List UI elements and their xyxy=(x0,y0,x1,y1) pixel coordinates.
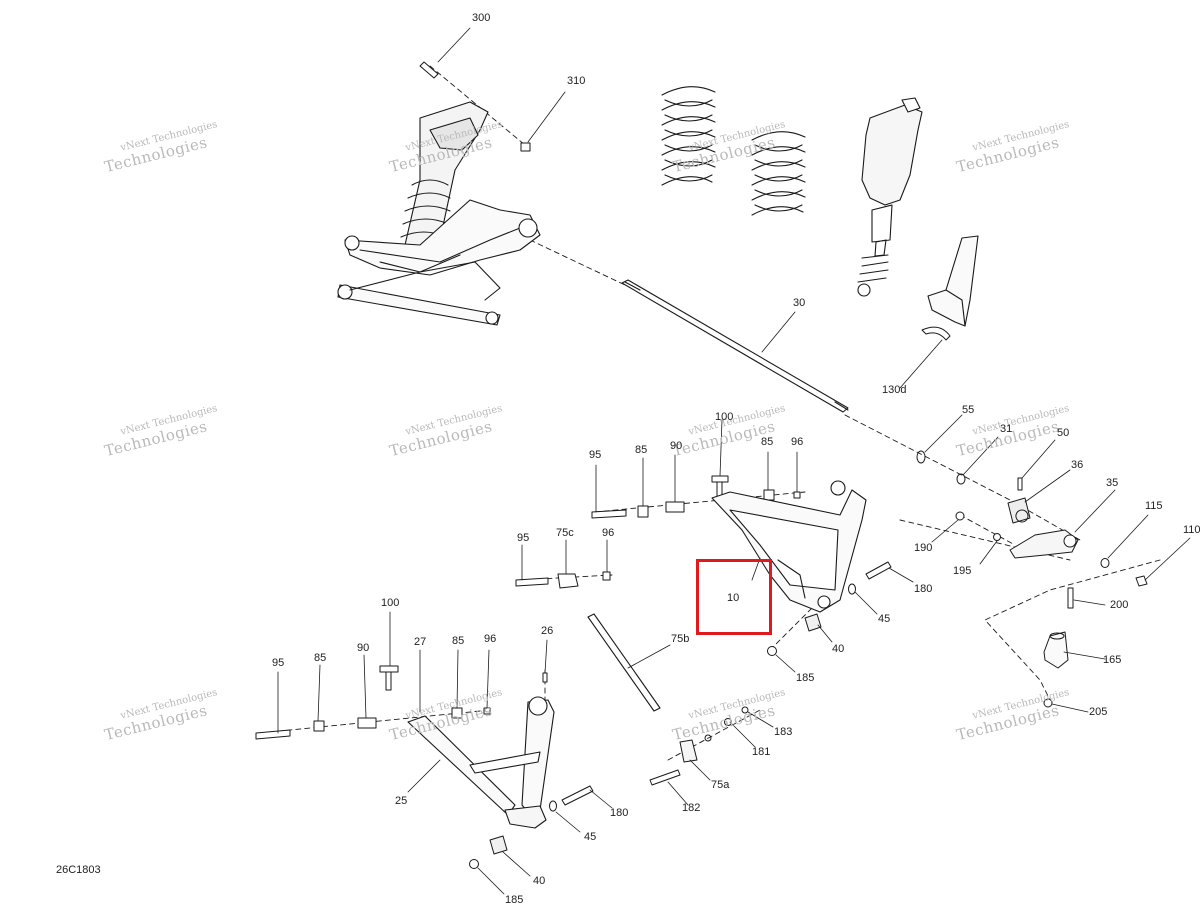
callout-26[interactable]: 26 xyxy=(541,625,554,637)
callout-45[interactable]: 45 xyxy=(584,831,597,843)
callout-31[interactable]: 31 xyxy=(1000,423,1013,435)
bushing-40-upper xyxy=(804,613,822,632)
callout-190[interactable]: 190 xyxy=(914,542,933,554)
callout-85[interactable]: 85 xyxy=(761,436,774,448)
callout-182[interactable]: 182 xyxy=(682,802,701,814)
callout-205[interactable]: 205 xyxy=(1089,706,1108,718)
callout-75a[interactable]: 75a xyxy=(711,779,730,791)
nut-190 xyxy=(955,511,965,521)
callout-90[interactable]: 90 xyxy=(670,440,683,452)
bearing-block-36 xyxy=(1007,497,1031,524)
hub-35 xyxy=(1009,529,1079,559)
callout-25[interactable]: 25 xyxy=(395,795,408,807)
ring-45-upper xyxy=(848,583,856,595)
callout-27[interactable]: 27 xyxy=(414,636,427,648)
nut-205 xyxy=(1043,698,1053,708)
callout-75b[interactable]: 75b xyxy=(671,633,690,645)
seal-31 xyxy=(956,473,966,485)
callout-95[interactable]: 95 xyxy=(589,449,602,461)
callout-95[interactable]: 95 xyxy=(272,657,285,669)
bushing-40-lower xyxy=(489,835,508,855)
ball-joint-165 xyxy=(1043,631,1069,669)
bolt-300 xyxy=(419,61,439,79)
trailing-arm-10 xyxy=(711,480,867,613)
callout-35[interactable]: 35 xyxy=(1106,477,1119,489)
callout-96[interactable]: 96 xyxy=(602,527,615,539)
pivot-hardware-lower xyxy=(255,665,548,740)
nut-110 xyxy=(1135,575,1148,587)
callout-95[interactable]: 95 xyxy=(517,532,530,544)
bolt-200 xyxy=(1067,587,1074,609)
callout-96[interactable]: 96 xyxy=(791,436,804,448)
callout-180[interactable]: 180 xyxy=(610,807,629,819)
callout-110[interactable]: 110 xyxy=(1183,524,1200,536)
bolt-180-lower xyxy=(561,785,594,806)
callout-50[interactable]: 50 xyxy=(1057,427,1070,439)
callout-100[interactable]: 100 xyxy=(715,411,734,423)
callout-181[interactable]: 181 xyxy=(752,746,771,758)
callout-165[interactable]: 165 xyxy=(1103,654,1122,666)
bushing-185-upper xyxy=(767,646,777,656)
spring-2 xyxy=(751,131,806,216)
callout-45[interactable]: 45 xyxy=(878,613,891,625)
callout-185[interactable]: 185 xyxy=(796,672,815,684)
callout-300[interactable]: 300 xyxy=(472,12,491,24)
nut-310 xyxy=(520,142,531,152)
washer-195 xyxy=(993,533,1001,541)
trailing-arm-25 xyxy=(407,696,555,829)
clip-130d xyxy=(921,326,951,341)
callout-85[interactable]: 85 xyxy=(452,635,465,647)
callout-200[interactable]: 200 xyxy=(1110,599,1129,611)
assembled-suspension-view xyxy=(337,101,541,326)
callout-96[interactable]: 96 xyxy=(484,633,497,645)
callout-85[interactable]: 85 xyxy=(635,444,648,456)
callout-40[interactable]: 40 xyxy=(533,875,546,887)
callout-75c[interactable]: 75c xyxy=(556,527,574,539)
callout-30[interactable]: 30 xyxy=(793,297,806,309)
callout-185[interactable]: 185 xyxy=(505,894,524,906)
bushing-185-lower xyxy=(469,859,479,869)
ring-45-lower xyxy=(549,800,557,812)
assembly-guide-lines xyxy=(259,65,1161,761)
callout-36[interactable]: 36 xyxy=(1071,459,1084,471)
callout-40[interactable]: 40 xyxy=(832,643,845,655)
callout-10[interactable]: 10 xyxy=(727,592,740,604)
screw-50 xyxy=(1017,477,1023,491)
callout-115[interactable]: 115 xyxy=(1145,500,1163,512)
callout-130d[interactable]: 130d xyxy=(882,384,907,396)
pivot-hardware-upper xyxy=(591,475,801,519)
end-75a xyxy=(649,706,749,786)
callout-180[interactable]: 180 xyxy=(914,583,933,595)
link-hardware-75c xyxy=(515,571,611,589)
callout-100[interactable]: 100 xyxy=(381,597,400,609)
callout-310[interactable]: 310 xyxy=(567,75,586,87)
bolt-180-upper xyxy=(865,561,892,580)
callout-195[interactable]: 195 xyxy=(953,565,972,577)
highlight-box xyxy=(696,559,772,635)
figure-code: 26C1803 xyxy=(56,864,101,876)
washer-115 xyxy=(1100,558,1110,568)
spring-1 xyxy=(661,86,716,186)
callout-85[interactable]: 85 xyxy=(314,652,327,664)
callout-90[interactable]: 90 xyxy=(357,642,370,654)
bracket xyxy=(927,235,979,327)
callout-55[interactable]: 55 xyxy=(962,404,975,416)
o-ring-55 xyxy=(916,450,926,464)
drive-shaft-30 xyxy=(621,279,849,413)
leader-lines xyxy=(277,27,1191,895)
link-rod-75b xyxy=(587,613,661,712)
shock-absorber xyxy=(857,97,923,297)
callout-183[interactable]: 183 xyxy=(774,726,793,738)
